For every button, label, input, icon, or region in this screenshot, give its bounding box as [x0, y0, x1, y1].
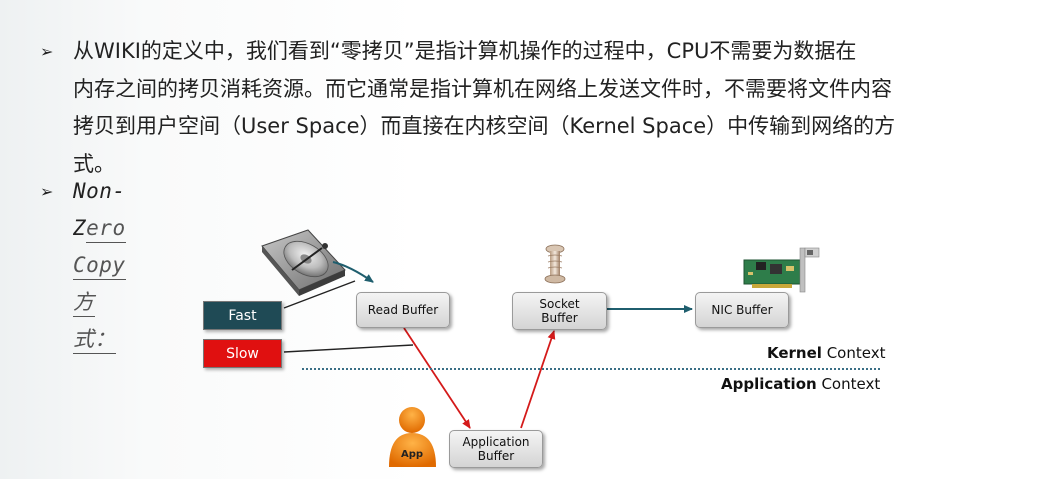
application-buffer-label-line1: Application [462, 435, 530, 449]
app-icon-label: App [401, 449, 423, 460]
paragraph-line-2: 内存之间的拷贝消耗资源。而它通常是指计算机在网络上发送文件时，不需要将文件内容 [73, 76, 892, 101]
app-icon: App [389, 407, 436, 467]
nic-card-icon [743, 247, 820, 293]
application-buffer-label-line2: Buffer [477, 449, 515, 463]
application-buffer-box: Application Buffer [449, 430, 543, 468]
slow-legend-line [283, 344, 414, 353]
hard-disk-icon [261, 229, 346, 296]
kernel-context-rest: Context [821, 344, 886, 362]
legend-fast-label: Fast [228, 307, 257, 324]
paragraph-line-3: 拷贝到用户空间（User Space）而直接在内核空间（Kernel Space… [73, 114, 896, 138]
paragraph-line-4: 式。 [73, 151, 115, 176]
socket-pillar-icon [544, 244, 566, 284]
application-context-label: Application Context [721, 375, 880, 393]
application-context-rest: Context [816, 375, 881, 393]
socket-buffer-label-line2: Buffer [541, 311, 578, 325]
app-to-socket-buffer-arrow [520, 330, 556, 429]
kernel-context-bold: Kernel [767, 344, 822, 362]
read-buffer-box: Read Buffer [356, 292, 450, 328]
bullet-arrow-icon: ➢ [40, 182, 54, 201]
socket-buffer-label-line1: Socket [539, 297, 580, 311]
legend-slow: Slow [203, 339, 282, 368]
read-buffer-label: Read Buffer [367, 303, 439, 317]
bullet-arrow-icon: ➢ [40, 42, 54, 61]
application-context-bold: Application [721, 375, 817, 393]
legend-fast: Fast [203, 301, 282, 330]
legend-slow-label: Slow [226, 345, 259, 362]
subheading-text: Non-Zero Copy方式： [73, 173, 126, 358]
kernel-context-label: Kernel Context [767, 344, 885, 362]
read-to-app-buffer-arrow [403, 327, 471, 429]
disk-to-read-buffer-arrow [332, 261, 374, 283]
paragraph-line-1: 从WIKI的定义中，我们看到“零拷贝”是指计算机操作的过程中，CPU不需要为数据… [73, 39, 857, 63]
socket-buffer-box: Socket Buffer [512, 292, 607, 330]
nic-buffer-box: NIC Buffer [695, 292, 789, 328]
fast-legend-line [283, 280, 356, 309]
subheading-rest: ero Copy方式： [73, 216, 126, 354]
nic-buffer-label: NIC Buffer [711, 303, 773, 317]
subheading-prefix: Non-Z [73, 179, 126, 240]
paragraph-text: 从WIKI的定义中，我们看到“零拷贝”是指计算机操作的过程中，CPU不需要为数据… [73, 33, 953, 183]
